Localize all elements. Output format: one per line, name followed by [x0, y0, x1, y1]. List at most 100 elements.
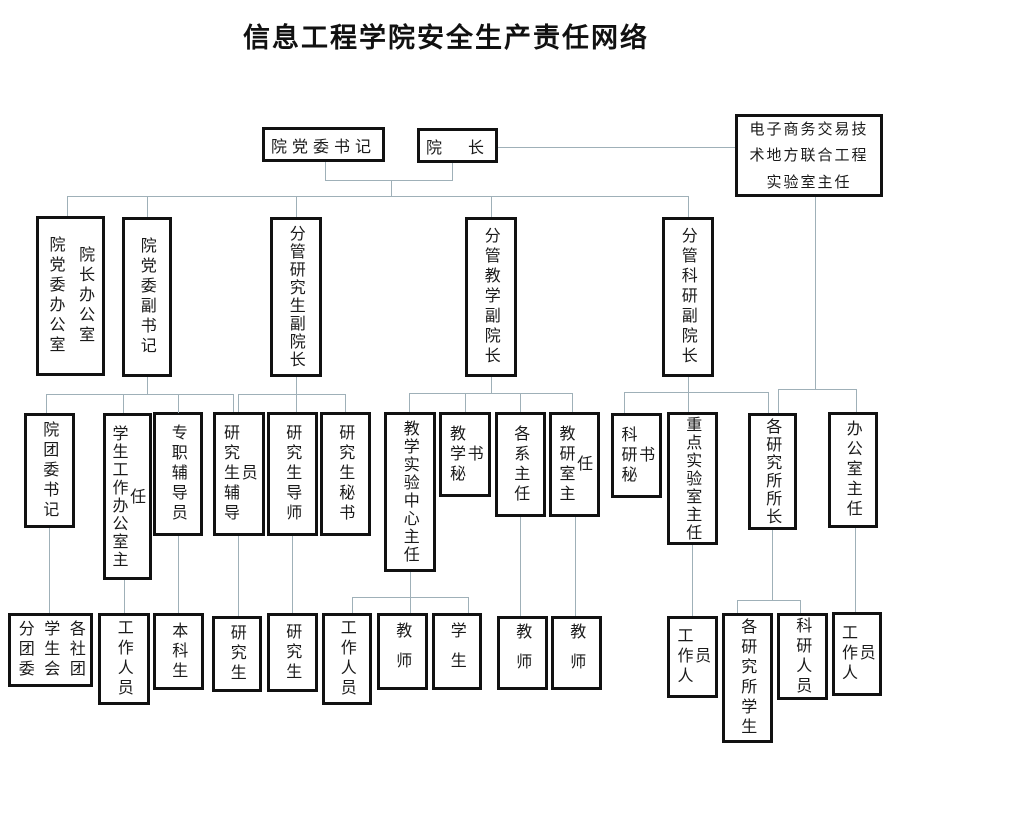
- connector-line: [465, 393, 466, 412]
- node-student-affairs-office-director: 学生工作办公室主任: [103, 413, 152, 580]
- node-label-line: 术地方联合工程: [749, 146, 869, 165]
- connector-line: [498, 147, 735, 148]
- node-graduate-supervisors: 研究生导师: [267, 412, 318, 536]
- connector-line: [124, 580, 125, 613]
- node-label: 本科生: [169, 621, 189, 682]
- connector-line: [352, 597, 468, 598]
- node-graduate-secretary: 研究生秘书: [320, 412, 371, 536]
- node-label: 科研秘书: [618, 425, 656, 486]
- connector-line: [692, 545, 693, 616]
- node-label: 教师: [393, 621, 413, 682]
- node-label: 科研人员: [793, 616, 813, 697]
- node-label: 学生工作办公室主任: [109, 424, 147, 569]
- node-research-secretary: 科研秘书: [611, 413, 662, 498]
- connector-line: [737, 600, 738, 613]
- connector-line: [325, 180, 453, 181]
- connector-line: [491, 377, 492, 393]
- node-research-staff: 科研人员: [777, 613, 828, 700]
- node-fulltime-counselors: 专职辅导员: [153, 412, 203, 536]
- node-label: 各系主任: [511, 424, 531, 505]
- connector-line: [815, 197, 816, 389]
- node-label: 办公室主任: [843, 420, 863, 520]
- connector-line: [572, 393, 573, 412]
- node-label: 研究生: [283, 622, 303, 683]
- node-label: 教学实验中心主任: [400, 420, 420, 564]
- connector-line: [233, 394, 234, 412]
- node-teachers-3: 教师: [551, 616, 602, 690]
- node-graduate-counselors: 研究生辅导员: [213, 412, 265, 536]
- connector-line: [778, 389, 856, 390]
- node-vice-dean-teaching: 分管教学副院长: [465, 217, 517, 377]
- node-office-director: 办公室主任: [828, 412, 878, 528]
- node-label: 分管研究生副院长: [286, 225, 306, 369]
- connector-line: [520, 517, 521, 616]
- node-institute-directors: 各研究所所长: [748, 413, 797, 530]
- node-league-committee-student-union-clubs: 分团委 学生会 各社团: [8, 613, 93, 687]
- node-label: 教学秘书: [447, 424, 484, 485]
- connector-line: [46, 394, 233, 395]
- node-label: 院 长: [425, 137, 489, 157]
- connector-line: [238, 394, 345, 395]
- connector-line: [468, 597, 469, 613]
- connector-line: [178, 394, 179, 413]
- node-label: 专职辅导员: [168, 424, 188, 524]
- connector-line: [296, 196, 297, 217]
- node-label: 教研室主任: [556, 424, 594, 505]
- node-teaching-secretary: 教学秘书: [439, 412, 491, 497]
- node-label: 工作人员: [839, 624, 876, 684]
- connector-line: [520, 393, 521, 412]
- node-staff-3: 工作人员: [667, 616, 718, 698]
- connector-line: [238, 536, 239, 616]
- connector-line: [688, 377, 689, 412]
- node-vice-dean-research: 分管科研副院长: [662, 217, 714, 377]
- connector-line: [688, 196, 689, 217]
- connector-line: [452, 163, 453, 180]
- node-vice-dean-graduate: 分管研究生副院长: [270, 217, 322, 377]
- node-party-secretary: 院党委书记: [262, 127, 385, 162]
- node-key-lab-director: 重点实验室主任: [667, 412, 718, 545]
- node-label: 工作人员: [337, 619, 357, 699]
- node-label: 院党委书记: [270, 136, 376, 156]
- node-label: 分管教学副院长: [481, 227, 501, 367]
- node-graduates-1: 研究生: [212, 616, 262, 692]
- connector-line: [409, 393, 572, 394]
- connector-line: [778, 389, 779, 413]
- node-label: 学生: [447, 621, 467, 682]
- connector-line: [49, 528, 50, 613]
- node-institute-students: 各研究所学生: [722, 613, 773, 743]
- node-label-col: 分团委: [15, 620, 35, 680]
- node-graduates-2: 研究生: [267, 613, 318, 692]
- node-label-col: 学生会: [41, 620, 61, 680]
- node-teachers-2: 教师: [497, 616, 548, 690]
- node-label: 研究生秘书: [336, 424, 356, 524]
- node-label-col: 各社团: [66, 620, 86, 680]
- connector-line: [147, 196, 148, 217]
- connector-line: [391, 180, 392, 196]
- connector-line: [409, 393, 410, 412]
- node-label: 教师: [513, 623, 533, 683]
- page-title: 信息工程学院安全生产责任网络: [243, 23, 649, 54]
- node-label-col: 院党委办公室: [46, 236, 66, 356]
- node-label-line: 电子商务交易技: [749, 120, 869, 139]
- node-label: 研究生辅导员: [221, 424, 258, 524]
- node-party-office-and-dean-office: 院党委办公室 院长办公室: [36, 216, 105, 376]
- node-label: 分管科研副院长: [678, 227, 698, 367]
- connector-line: [737, 600, 800, 601]
- connector-line: [352, 597, 353, 613]
- node-label: 工作人员: [674, 627, 712, 687]
- connector-line: [178, 536, 179, 613]
- node-label: 重点实验室主任: [683, 415, 703, 542]
- connector-line: [123, 394, 124, 413]
- node-teaching-lab-center-director: 教学实验中心主任: [384, 412, 436, 572]
- node-dean: 院 长: [417, 128, 498, 163]
- connector-line: [772, 530, 773, 600]
- connector-line: [624, 392, 768, 393]
- node-label: 研究生: [227, 624, 247, 684]
- connector-line: [345, 394, 346, 412]
- node-label: 院团委书记: [40, 420, 60, 521]
- node-staff-1: 工作人员: [98, 613, 150, 705]
- connector-line: [575, 517, 576, 616]
- node-undergraduates: 本科生: [153, 613, 204, 690]
- node-label-col: 院长办公室: [76, 246, 96, 346]
